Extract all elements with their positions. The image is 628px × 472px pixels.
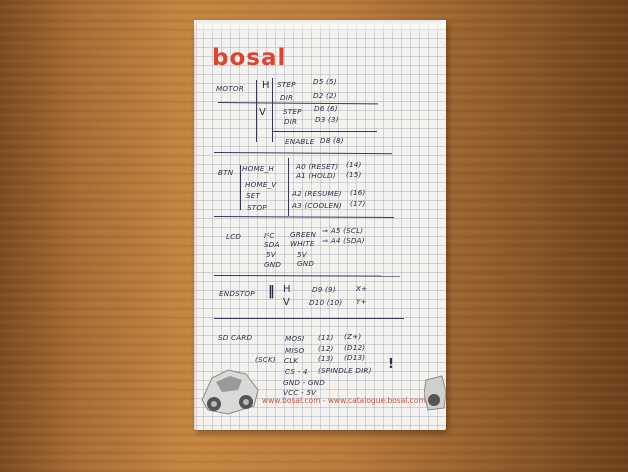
lcd-row4-b: GND: [297, 259, 315, 268]
sd-clk: CLK: [284, 356, 299, 365]
sd-title: SD CARD: [218, 333, 253, 342]
sd-miso-pin: (12): [318, 344, 334, 353]
motor-v-dir-pin: D3 (3): [315, 115, 339, 124]
sd-gnd: GND - GND: [283, 378, 325, 387]
btn-set: SET: [246, 191, 261, 200]
btn-home-h-num: (14): [346, 160, 362, 169]
lcd-row2-b: WHITE: [290, 239, 315, 248]
sd-mosi-axis: (Z+): [344, 332, 362, 341]
btn-home-v-num: (15): [346, 170, 362, 179]
btn-stop: STOP: [247, 203, 267, 212]
btn-stop-num: (17): [350, 199, 366, 208]
endstop-v-label: V: [283, 297, 291, 308]
lcd-row1-c: ⇒ A5 (SCL): [322, 226, 364, 235]
motor-v-step: STEP: [283, 107, 302, 116]
endstop-h-pin: D9 (9): [312, 285, 336, 294]
motor-h-dir-pin: D2 (2): [313, 91, 337, 100]
motor-title: MOTOR: [216, 84, 244, 93]
sd-mosi-pin: (11): [318, 333, 334, 342]
sd-cs-mark: !: [388, 357, 395, 372]
motor-v-step-pin: D6 (6): [314, 104, 338, 113]
motor-h-dir: DIR: [280, 93, 294, 102]
endstop-title: ENDSTOP: [219, 289, 255, 298]
endstop-v-pin: D10 (10): [309, 298, 343, 307]
btn-stop-pin: A3 (COOLEN): [292, 201, 342, 210]
btn-divider: [288, 158, 289, 216]
lcd-row3-a: 5V: [266, 250, 276, 259]
motor-v-rule: [273, 131, 377, 132]
lcd-row2-c: ⇒ A4 (SDA): [322, 236, 365, 245]
sd-cs-note: (SPINDLE DIR): [318, 366, 372, 375]
lcd-row1-a: I²C: [264, 231, 275, 240]
paper-shadow-strip: [198, 20, 442, 26]
lcd-row4-a: GND: [264, 260, 282, 269]
lcd-row3-b: 5V: [297, 250, 307, 259]
sd-sck-label: (SCK): [255, 355, 276, 364]
section-rule-4: [214, 318, 404, 319]
bosal-logo: bosal: [212, 45, 287, 71]
endstop-v-axis: Y+: [356, 297, 367, 306]
btn-title: BTN: [218, 168, 234, 177]
motor-h-step: STEP: [277, 80, 296, 89]
endstop-h-axis: X+: [356, 284, 368, 293]
lcd-title: LCD: [226, 232, 242, 241]
motor-v-dir: DIR: [284, 117, 298, 126]
btn-set-num: (16): [350, 188, 366, 197]
motor-h-step-pin: D5 (5): [313, 77, 337, 86]
car-illustration-right: [424, 375, 446, 411]
motor-enable-pin: D8 (8): [320, 136, 344, 145]
sd-cs: CS - 4: [285, 367, 308, 376]
btn-home-h-pin: A0 (RESET): [296, 162, 339, 171]
motor-h-label: H: [262, 80, 270, 91]
btn-home-v: HOME_V: [245, 180, 277, 189]
lcd-row2-a: SDA: [264, 240, 280, 249]
sd-miso: MISO: [285, 346, 305, 355]
btn-bracket: [240, 165, 241, 210]
motor-divider-left: [256, 80, 257, 142]
motor-divider-right: [272, 78, 273, 142]
footer-website: www.bosal.com - www.catalogue.bosal.com: [262, 396, 426, 405]
sd-clk-pin: (13): [318, 354, 334, 363]
btn-set-pin: A2 (RESUME): [292, 189, 342, 198]
sd-miso-axis: (D12): [344, 343, 366, 352]
sd-clk-axis: (D13): [344, 353, 366, 362]
car-illustration-left: [201, 369, 259, 415]
sd-mosi: MOSI: [285, 334, 305, 343]
paper-margin-line: [196, 20, 444, 430]
endstop-h-label: H: [283, 284, 291, 295]
motor-v-label: V: [259, 107, 267, 118]
btn-home-h: HOME_H: [242, 164, 275, 173]
endstop-mark: ‖: [268, 284, 275, 299]
sd-vcc: VCC - 5V: [283, 388, 317, 397]
lcd-row1-b: GREEN: [290, 230, 317, 239]
graph-paper-sheet: [194, 20, 446, 430]
motor-enable: ENABLE: [285, 137, 315, 146]
btn-home-v-pin: A1 (HOLD): [296, 171, 336, 180]
